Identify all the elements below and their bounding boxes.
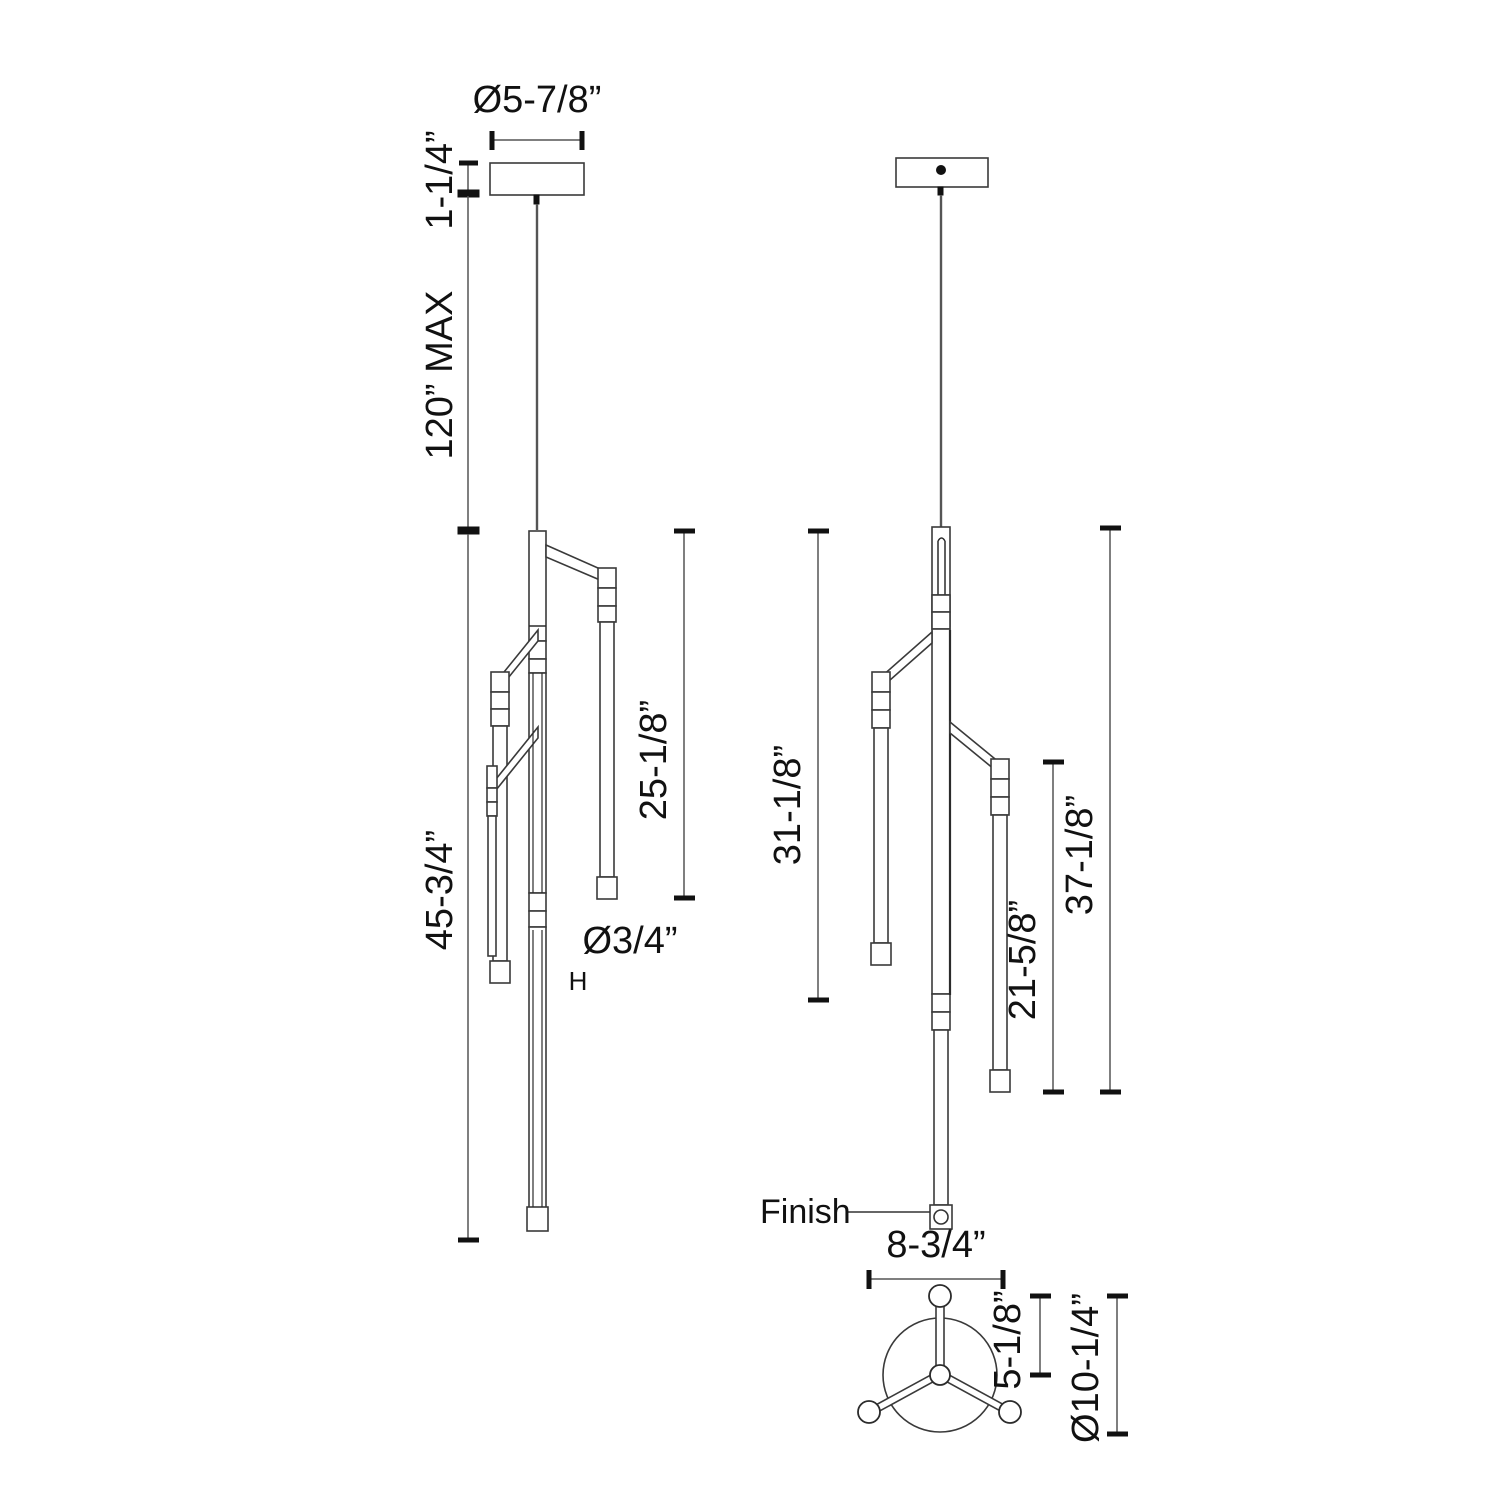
canopy-diameter-dimension xyxy=(489,131,585,150)
max-drop-dimension xyxy=(457,196,480,535)
right-second-height-label: 37-1/8” xyxy=(1059,795,1101,915)
canopy-height-label: 1-1/4” xyxy=(419,130,461,229)
rod-diameter-note-label: H xyxy=(569,966,588,996)
left-overall-height-label: 45-3/4” xyxy=(419,830,461,950)
finish-callout-target xyxy=(933,1209,949,1225)
left-elevation-view xyxy=(457,131,695,1243)
rod-diameter-label: Ø3/4” xyxy=(582,920,677,962)
left-rod-far-left xyxy=(486,765,498,957)
right-first-dimension xyxy=(808,528,829,1003)
right-first-height-label: 31-1/8” xyxy=(767,745,809,865)
finish-label: Finish xyxy=(760,1193,851,1231)
right-rod-right xyxy=(989,758,1011,1093)
canopy-height-dimension xyxy=(457,160,480,198)
left-rod-right xyxy=(596,567,618,900)
bottom-plan-view xyxy=(857,1270,1128,1437)
plan-width-label: 8-3/4” xyxy=(886,1224,985,1266)
right-third-height-label: 21-5/8” xyxy=(1002,900,1044,1020)
right-elevation-view xyxy=(808,157,1121,1230)
right-rod-left xyxy=(870,671,892,966)
left-secondary-height-label: 25-1/8” xyxy=(633,700,675,820)
right-canopy xyxy=(895,157,989,196)
left-canopy xyxy=(489,162,585,205)
left-secondary-dimension xyxy=(674,528,695,901)
right-rod-center xyxy=(929,526,953,1230)
left-overall-height-dimension xyxy=(458,534,479,1243)
plan-depth-label: 5-1/8” xyxy=(987,1290,1029,1389)
canopy-center-point xyxy=(936,165,946,175)
right-third-dimension xyxy=(1043,759,1064,1095)
left-rod-inner-lines xyxy=(532,673,543,1207)
max-drop-label: 120” MAX xyxy=(419,291,461,460)
plan-diameter-dimension xyxy=(1107,1293,1128,1437)
right-second-dimension xyxy=(1100,525,1121,1095)
plan-diameter-label: Ø10-1/4” xyxy=(1065,1293,1107,1443)
plan-depth-dimension xyxy=(1030,1293,1051,1378)
plan-width-dimension xyxy=(866,1270,1006,1289)
canopy-diameter-label: Ø5-7/8” xyxy=(473,79,602,121)
dimension-labels: Ø5-7/8” 1-1/4” 120” MAX 45-3/4” 25-1/8” … xyxy=(419,79,1107,1443)
plan-nodes xyxy=(857,1284,1022,1424)
